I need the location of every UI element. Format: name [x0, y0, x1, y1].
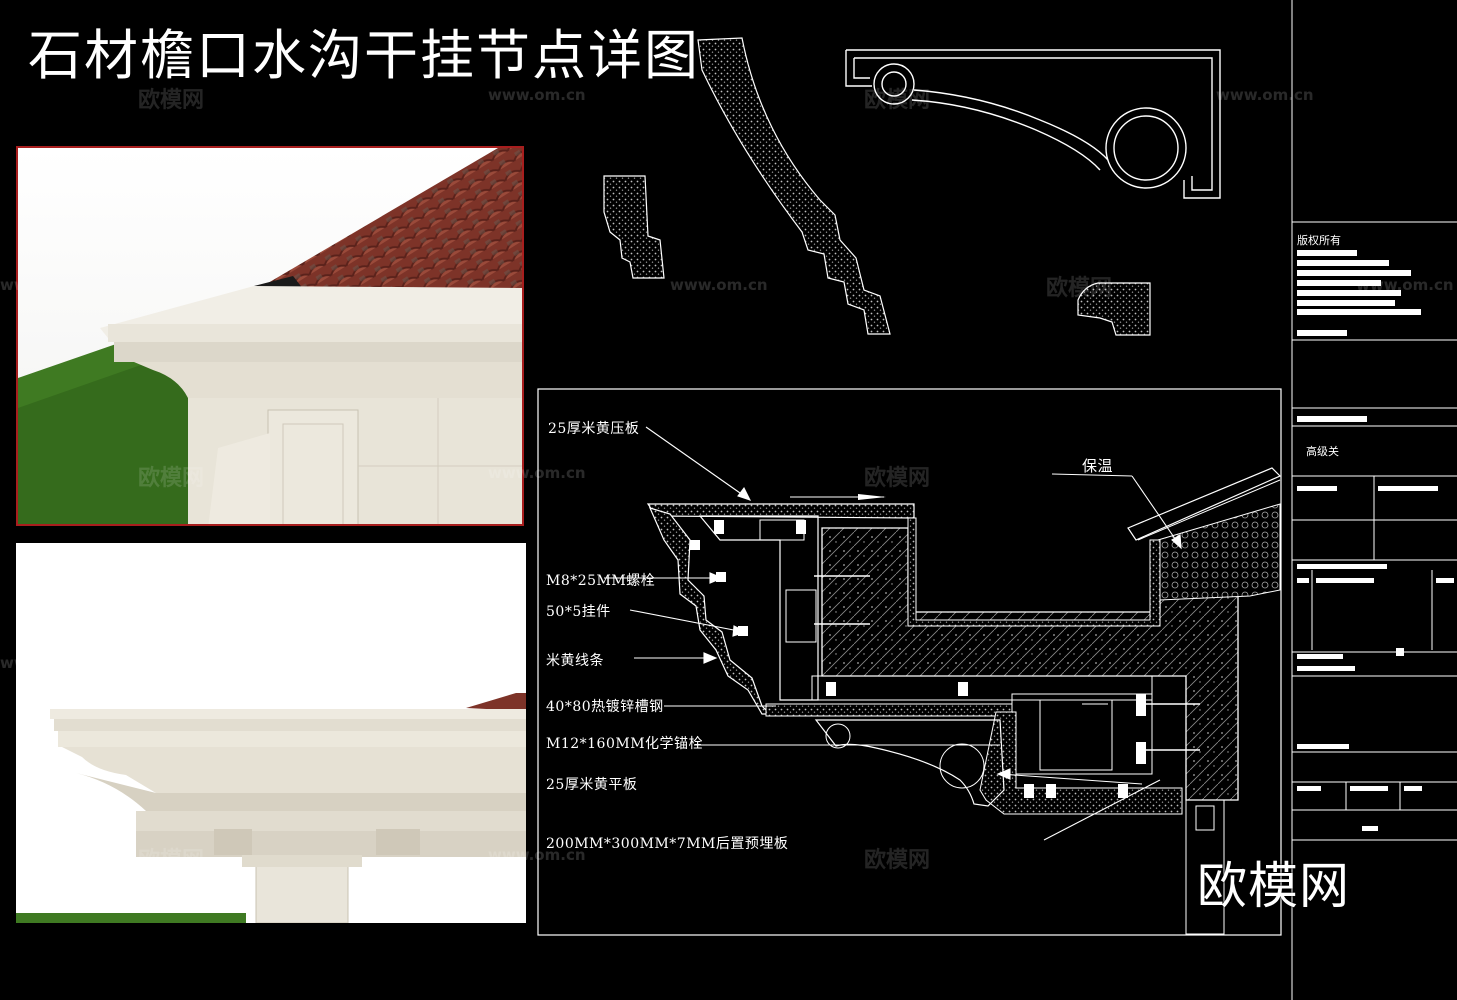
watermark-cn: 欧模网: [316, 658, 383, 683]
watermark: www.om.cn: [1356, 276, 1454, 294]
profile-moulding-small: [603, 175, 665, 279]
label-channel-steel: 40*80热镀锌槽钢: [546, 699, 664, 715]
brand-logo: 欧模网: [1197, 857, 1350, 915]
label-flat-slab: 25厚米黄平板: [546, 777, 638, 793]
watermark-cn: 欧模网: [864, 88, 931, 113]
title-block-fill-bars: [1297, 250, 1454, 831]
render-top-drawing: [18, 148, 522, 524]
watermark-cn: 欧模网: [1046, 276, 1113, 301]
label-hanger: 50*5挂件: [546, 604, 611, 620]
title-block: [1291, 0, 1457, 1000]
label-embedded-plate: 200MM*300MM*7MM后置预埋板: [546, 836, 789, 852]
profile-cornice-curve: [697, 37, 891, 335]
watermark-cn: 欧模网: [138, 466, 205, 491]
render-photo-bottom: [16, 543, 526, 923]
arrow-icon: [858, 494, 886, 500]
watermark: www.om.cn: [670, 276, 768, 294]
watermark: www.om.cn: [1216, 86, 1314, 104]
watermark-cn: 欧模网: [864, 466, 931, 491]
section-detail: [604, 426, 1282, 935]
label-top-cap: 25厚米黄压板: [548, 421, 640, 437]
designer-name: 高级关: [1306, 445, 1339, 458]
copyright-label: 版权所有: [1297, 234, 1341, 247]
watermark: www.om.cn: [0, 654, 98, 672]
watermark: www.om.cn: [488, 464, 586, 482]
profile-block: [1077, 282, 1151, 336]
detail-frame: [537, 388, 1282, 936]
label-bolt: M8*25MM螺栓: [546, 573, 656, 589]
label-chemical-anchor: M12*160MM化学锚栓: [546, 736, 704, 752]
watermark: www.om.cn: [0, 276, 98, 294]
label-moulding: 米黄线条: [546, 653, 604, 669]
watermark-cn: 欧模网: [864, 848, 931, 873]
render-photo-top: [16, 146, 524, 526]
profile-bracket-scroll: [845, 49, 1221, 199]
watermark-cn: 欧模网: [138, 88, 205, 113]
render-bottom-drawing: [16, 543, 526, 923]
page-title: 石材檐口水沟干挂节点详图: [28, 24, 700, 87]
watermark: www.om.cn: [488, 86, 586, 104]
watermark: www.om.cn: [488, 846, 586, 864]
watermark-cn: 欧模网: [138, 848, 205, 873]
label-insulation: 保温: [1082, 457, 1114, 475]
